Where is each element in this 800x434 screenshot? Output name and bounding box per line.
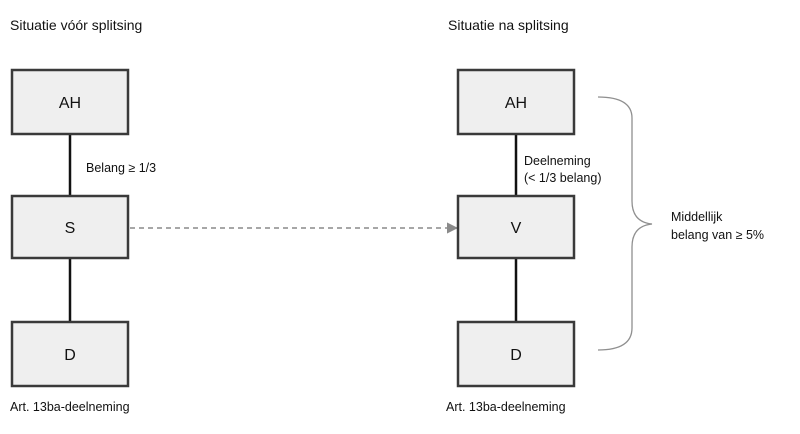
after-caption: Art. 13ba-deelneming	[446, 400, 566, 414]
before-caption: Art. 13ba-deelneming	[10, 400, 130, 414]
before-link-label: Belang ≥ 1/3	[86, 161, 156, 175]
after-box-d	[456, 320, 576, 388]
before-box-ah-label: AH	[59, 95, 81, 112]
after-title: Situatie na splitsing	[448, 17, 569, 33]
after-box-ah-label: AH	[505, 95, 527, 112]
before-title: Situatie vóór splitsing	[10, 17, 142, 33]
before-box-d	[10, 320, 130, 388]
after-link-label-line2: (< 1/3 belang)	[524, 171, 601, 185]
before-box-d-label: D	[64, 347, 76, 364]
after-box-ah	[456, 68, 576, 136]
brace-icon	[597, 96, 653, 351]
before-box-s	[10, 194, 130, 260]
after-box-d-label: D	[510, 347, 522, 364]
after-box-v-label: V	[511, 220, 522, 237]
brace-label-line2: belang van ≥ 5%	[671, 228, 764, 242]
before-box-ah	[10, 68, 130, 136]
before-box-s-label: S	[65, 220, 76, 237]
after-box-v	[456, 194, 576, 260]
brace-label-line1: Middellijk	[671, 210, 723, 224]
after-link-label-line1: Deelneming	[524, 154, 591, 168]
